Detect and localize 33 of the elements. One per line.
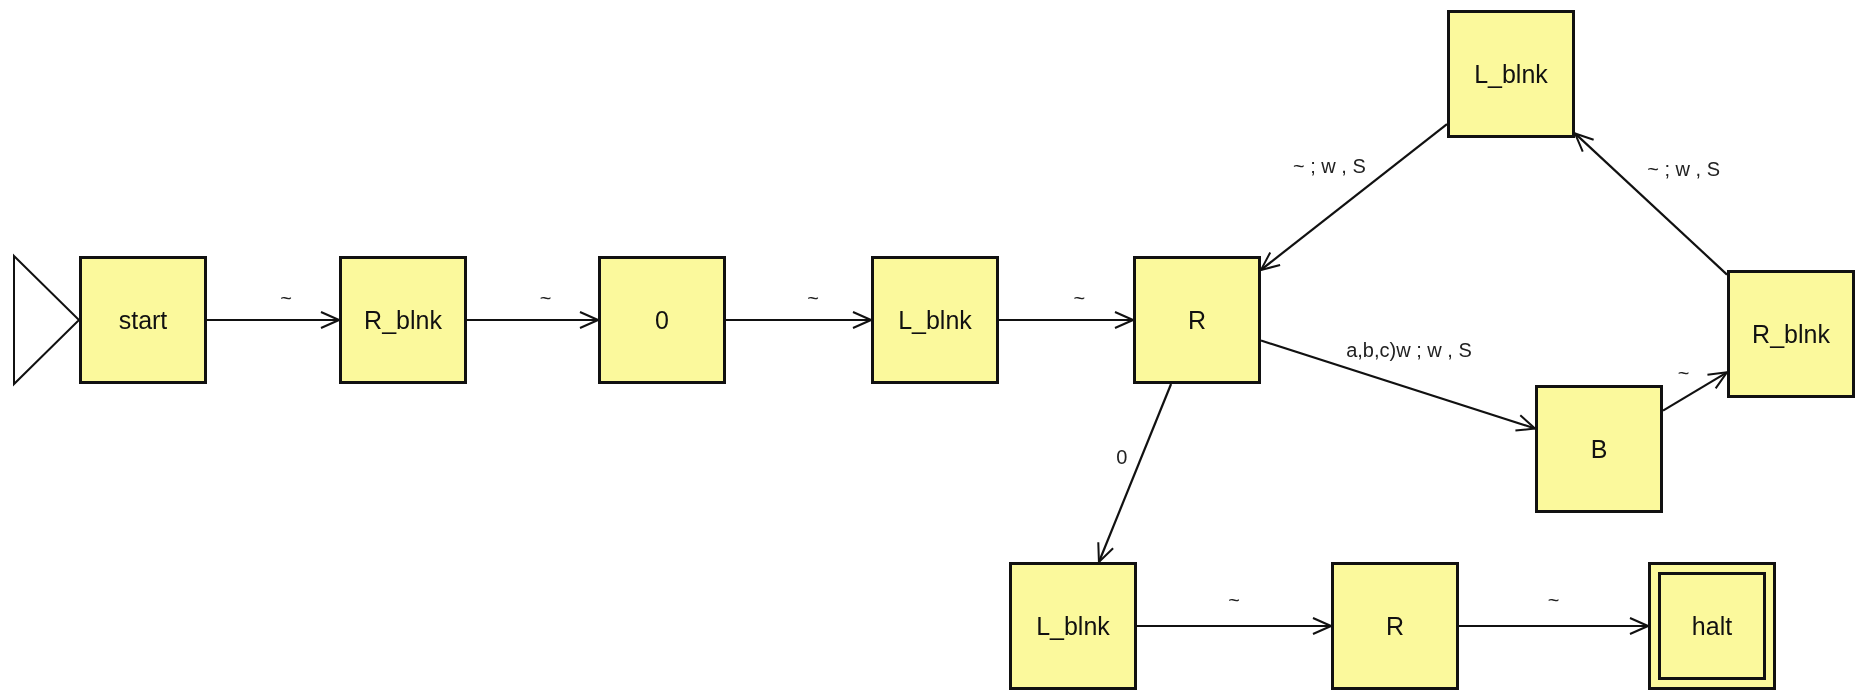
transition-arrow <box>1459 617 1649 635</box>
state-label: B <box>1590 434 1608 464</box>
transition-arrow <box>1260 123 1448 271</box>
state-box <box>339 256 467 384</box>
transition-arrow <box>467 311 599 329</box>
state-box <box>598 256 726 384</box>
transition-arrow <box>726 311 872 329</box>
state-box <box>1009 562 1137 690</box>
state-label: 0 <box>655 305 669 335</box>
transition-arrow <box>1137 617 1332 635</box>
state-box <box>1727 270 1855 398</box>
final-state-box <box>1648 562 1776 690</box>
state-box <box>1535 385 1663 513</box>
state-box <box>1447 10 1575 138</box>
state-label: R <box>1187 305 1207 335</box>
state-label: start <box>118 305 168 335</box>
transition-arrow <box>1574 132 1728 276</box>
transition-arrow <box>207 311 340 329</box>
state-box <box>79 256 207 384</box>
transition-arrow <box>1662 371 1728 412</box>
state-label: R_blnk <box>1752 319 1830 349</box>
state-box <box>1133 256 1261 384</box>
state-label: L_blnk <box>1036 611 1110 641</box>
state-box <box>871 256 999 384</box>
state-label: halt <box>1691 611 1733 641</box>
transition-arrow <box>999 311 1134 329</box>
state-box <box>1331 562 1459 690</box>
transition-arrow <box>1260 339 1536 432</box>
state-label: L_blnk <box>898 305 972 335</box>
state-label: R <box>1385 611 1405 641</box>
state-label: R_blnk <box>364 305 442 335</box>
transition-arrow <box>1097 383 1173 563</box>
state-label: L_blnk <box>1474 59 1548 89</box>
